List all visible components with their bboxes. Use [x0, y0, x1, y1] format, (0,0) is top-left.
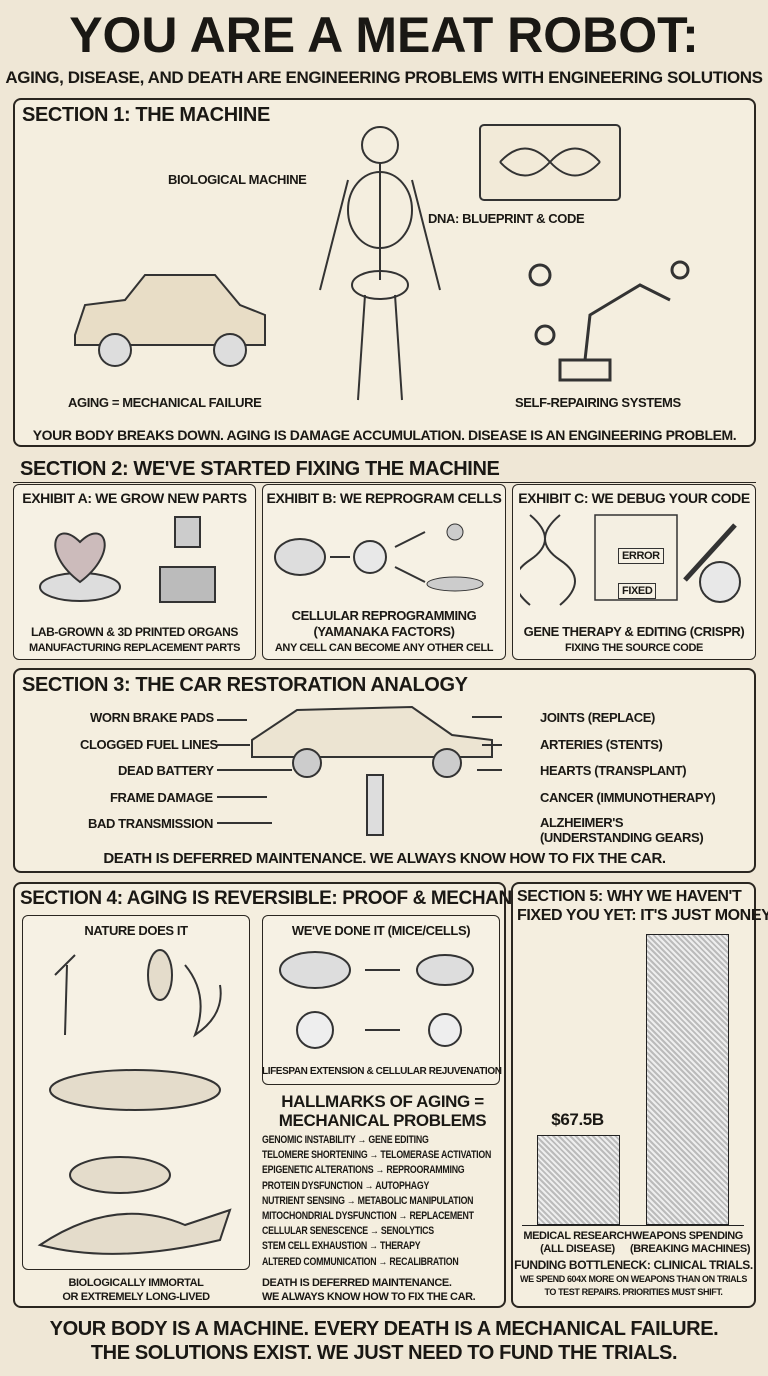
section-1: [13, 98, 756, 447]
weapons-label-1: WEAPONS SPENDING: [632, 1230, 743, 1242]
printed-organ-icon: [39, 516, 216, 603]
exhibit-a-title: EXHIBIT A: WE GROW NEW PARTS: [22, 490, 247, 506]
hallmark-item: CELLULAR SENESCENCE → SENOLYTICS: [262, 1225, 434, 1238]
section-2-title: SECTION 2: WE'VE STARTED FIXING THE MACH…: [20, 458, 500, 480]
section-4-end-1: DEATH IS DEFERRED MAINTENANCE.: [262, 1277, 452, 1289]
hallmark-item: NUTRIENT SENSING → METABOLIC MANIPULATIO…: [262, 1194, 474, 1207]
medical-value-label: $67.5B: [551, 1110, 604, 1129]
car-on-lift-illustration: [217, 705, 502, 836]
exhibit-c-title: EXHIBIT C: WE DEBUG YOUR CODE: [518, 490, 750, 506]
hallmark-item: GENOMIC INSTABILITY → GENE EDITING: [262, 1134, 429, 1146]
cell-reprogramming-icon: [274, 523, 484, 592]
left-label: CLOGGED FUEL LINES: [80, 737, 218, 752]
right-label: CANCER (IMMUNOTHERAPY): [540, 790, 716, 805]
funding-line-2: WE SPEND 604X MORE ON WEAPONS THAN ON TR…: [520, 1274, 747, 1284]
done-panel: [262, 915, 500, 1085]
aging-failure-label: AGING = MECHANICAL FAILURE: [68, 395, 262, 410]
fixed-label: FIXED: [618, 583, 657, 599]
funding-line-3: TO TEST REPAIRS. PRIORITIES MUST SHIFT.: [544, 1287, 723, 1297]
section-5-title-2: FIXED YOU YET: IT'S JUST MONEY: [517, 907, 768, 924]
medical-bar: [537, 1135, 620, 1225]
hallmarks-title-1: HALLMARKS OF AGING =: [281, 1092, 484, 1111]
left-label: DEAD BATTERY: [118, 763, 214, 778]
left-label: FRAME DAMAGE: [110, 790, 213, 805]
exhibit-b-line1: CELLULAR REPROGRAMMING: [291, 608, 477, 623]
hallmark-item: STEM CELL EXHAUSTION → THERAPY: [262, 1240, 421, 1253]
section-3-caption: DEATH IS DEFERRED MAINTENANCE. WE ALWAYS…: [103, 850, 666, 867]
exhibit-a-line2: MANUFACTURING REPLACEMENT PARTS: [28, 642, 241, 654]
hallmark-item: TELOMERE SHORTENING → TELOMERASE ACTIVAT…: [262, 1149, 492, 1162]
exhibit-b-title: EXHIBIT B: WE REPROGRAM CELLS: [266, 490, 502, 506]
dna-label: DNA: BLUEPRINT & CODE: [428, 211, 585, 226]
robot-arm-icon: [528, 260, 690, 382]
section-5-title-1: SECTION 5: WHY WE HAVEN'T: [517, 888, 742, 905]
exhibit-c-line2: FIXING THE SOURCE CODE: [565, 642, 703, 654]
exhibit-b-line3: ANY CELL CAN BECOME ANY OTHER CELL: [274, 642, 494, 654]
self-repair-label: SELF-REPAIRING SYSTEMS: [515, 395, 681, 410]
done-caption: LIFESPAN EXTENSION & CELLULAR REJUVENATI…: [262, 1066, 502, 1077]
exhibit-c-line1: GENE THERAPY & EDITING (CRISPR): [523, 624, 745, 639]
error-label: ERROR: [618, 548, 664, 564]
nature-caption-2: OR EXTREMELY LONG-LIVED: [62, 1291, 210, 1303]
right-label: ALZHEIMER'S: [540, 815, 624, 830]
section-1-title: SECTION 1: THE MACHINE: [22, 104, 270, 126]
biological-machine-label: BIOLOGICAL MACHINE: [168, 172, 307, 187]
footer-line-2: THE SOLUTIONS EXIST. WE JUST NEED TO FUN…: [90, 1342, 678, 1364]
footer-line-1: YOUR BODY IS A MACHINE. EVERY DEATH IS A…: [49, 1318, 719, 1340]
section-4-end-2: WE ALWAYS KNOW HOW TO FIX THE CAR.: [262, 1291, 476, 1303]
section-3: [13, 668, 756, 873]
funding-line-1: FUNDING BOTTLENECK: CLINICAL TRIALS.: [514, 1258, 753, 1272]
hallmark-item: MITOCHONDRIAL DYSFUNCTION → REPLACEMENT: [262, 1210, 474, 1223]
right-label: ARTERIES (STENTS): [540, 737, 663, 752]
subtitle: AGING, DISEASE, AND DEATH ARE ENGINEERIN…: [5, 68, 763, 87]
dna-blueprint-icon: [479, 124, 621, 201]
hallmarks-list: GENOMIC INSTABILITY → GENE EDITING TELOM…: [262, 1133, 491, 1270]
section-1-caption: YOUR BODY BREAKS DOWN. AGING IS DAMAGE A…: [32, 427, 737, 443]
chart-baseline: [522, 1225, 744, 1226]
right-label: (UNDERSTANDING GEARS): [540, 830, 704, 845]
section-3-title: SECTION 3: THE CAR RESTORATION ANALOGY: [22, 674, 468, 696]
exhibit-a-line1: LAB-GROWN & 3D PRINTED ORGANS: [30, 625, 239, 639]
left-label: BAD TRANSMISSION: [88, 816, 214, 831]
exhibit-b-line2: (YAMANAKA FACTORS): [313, 624, 455, 639]
weapons-bar: [646, 934, 729, 1225]
broken-car-icon: [74, 274, 266, 367]
nature-title: NATURE DOES IT: [84, 923, 188, 938]
done-title: WE'VE DONE IT (MICE/CELLS): [291, 923, 471, 938]
right-label: HEARTS (TRANSPLANT): [540, 763, 687, 778]
nature-caption-1: BIOLOGICALLY IMMORTAL: [68, 1277, 204, 1289]
page-title: YOU ARE A MEAT ROBOT:: [69, 7, 699, 63]
hallmark-item: ALTERED COMMUNICATION → RECALIBRATION: [262, 1255, 459, 1268]
mice-cells-illustration: [279, 951, 474, 1049]
divider: [13, 482, 756, 483]
weapons-label-2: (BREAKING MACHINES): [630, 1243, 751, 1255]
left-label: WORN BRAKE PADS: [90, 710, 214, 725]
skeleton-illustration: [319, 126, 441, 401]
hallmark-item: PROTEIN DYSFUNCTION → AUTOPHAGY: [262, 1179, 430, 1192]
medical-label-1: MEDICAL RESEARCH: [523, 1230, 632, 1242]
hallmarks-title-2: MECHANICAL PROBLEMS: [278, 1111, 487, 1130]
immortal-animals-illustration: [37, 949, 232, 1255]
section-4-title: SECTION 4: AGING IS REVERSIBLE: PROOF & …: [20, 888, 557, 909]
right-label: JOINTS (REPLACE): [540, 710, 655, 725]
hallmark-item: EPIGENETIC ALTERATIONS → REPROORAMMING: [262, 1164, 465, 1177]
medical-label-2: (ALL DISEASE): [540, 1243, 615, 1255]
